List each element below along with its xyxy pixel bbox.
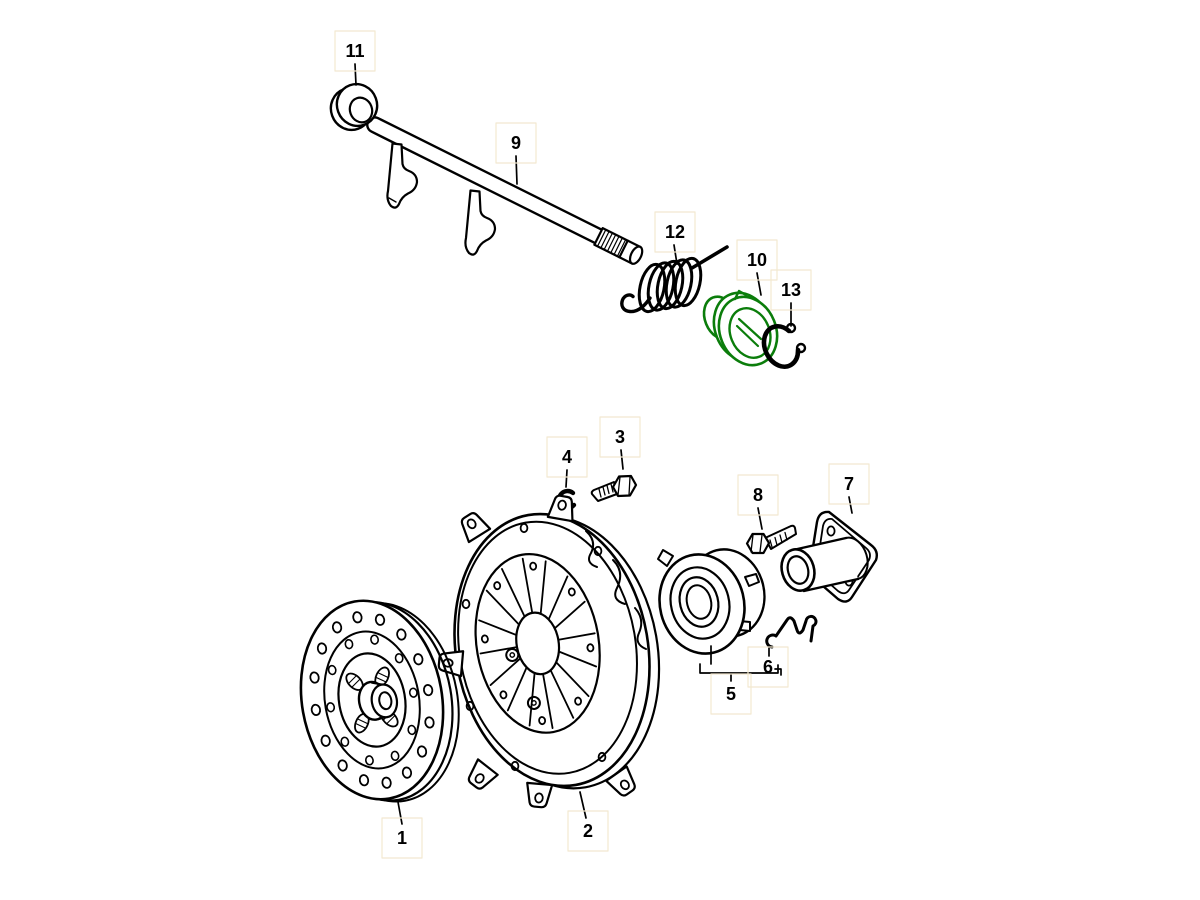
bracket-tick-6	[774, 668, 782, 676]
hub-boss	[370, 683, 399, 719]
bushing-notch	[733, 289, 748, 301]
callout-label-10[interactable]: 10	[747, 250, 767, 270]
part-release-shaft[interactable]	[364, 113, 645, 266]
cover-rim	[453, 512, 651, 788]
bolt-threads	[769, 531, 788, 548]
part-release-bearing[interactable]	[649, 541, 773, 662]
part-return-spring[interactable]	[620, 245, 729, 314]
part-bolt-3[interactable]	[590, 474, 638, 502]
callout-label-1[interactable]: 1	[397, 828, 407, 848]
callout-labels: 1 2 3 4 5 6 7 8 9 10 11 12 13	[345, 41, 854, 848]
callout-label-12[interactable]: 12	[665, 222, 685, 242]
hub-bore	[378, 691, 393, 711]
bolt-head	[611, 474, 638, 498]
diaphragm-fingers	[478, 557, 598, 729]
mounting-tab	[546, 493, 578, 523]
rivet-holes-outer	[309, 611, 435, 789]
bearing-bore	[685, 584, 713, 620]
callout-label-8[interactable]: 8	[753, 485, 763, 505]
rim-holes	[461, 522, 607, 772]
hotspot-6[interactable]	[747, 646, 789, 688]
part-bolt-8[interactable]	[745, 524, 797, 555]
hotspot-11[interactable]	[334, 30, 376, 72]
callout-label-11[interactable]: 11	[345, 41, 364, 61]
callout-label-9[interactable]: 9	[511, 133, 521, 153]
pivot-rivets	[505, 647, 541, 710]
spring-hook-leg	[620, 293, 652, 314]
part-bushing-ring[interactable]	[325, 78, 383, 135]
hotspot-10[interactable]	[736, 239, 778, 281]
part-retaining-clip[interactable]	[765, 614, 818, 649]
bolt-head	[745, 532, 771, 555]
callout-label-7[interactable]: 7	[844, 474, 854, 494]
hotspot-12[interactable]	[654, 211, 696, 253]
hotspot-boxes	[334, 30, 870, 859]
rivet-holes-inner	[326, 634, 418, 766]
mounting-tab	[436, 648, 465, 678]
part-pressure-plate[interactable]	[434, 493, 680, 810]
flange-hole	[826, 525, 836, 537]
shaft-end-face	[628, 245, 644, 265]
ring-holes	[480, 561, 595, 726]
callout-label-6[interactable]: 6	[763, 657, 773, 677]
bolt-threads	[598, 483, 614, 498]
hotspot-3[interactable]	[599, 416, 641, 458]
diagram-art	[286, 30, 879, 859]
callout-label-4[interactable]: 4	[562, 447, 572, 467]
hotspot-1[interactable]	[381, 817, 423, 859]
hotspot-5[interactable]	[710, 673, 752, 715]
tube-body	[791, 536, 860, 593]
hotspot-13[interactable]	[770, 269, 812, 311]
shaft-fork	[464, 189, 497, 256]
callout-label-5[interactable]: 5	[726, 684, 736, 704]
mounting-tab	[605, 765, 641, 801]
bearing-lug	[744, 573, 760, 587]
part-clutch-disc[interactable]	[286, 587, 474, 816]
diaphragm-ring	[474, 553, 601, 734]
bearing-tab	[657, 549, 674, 567]
circlip-ear	[795, 342, 807, 354]
mounting-tab	[455, 508, 492, 544]
hotspot-9[interactable]	[495, 122, 537, 164]
hotspot-7[interactable]	[828, 463, 870, 505]
bushing-bore-detail	[735, 317, 763, 348]
mounting-tab	[462, 758, 499, 795]
hotspot-2[interactable]	[567, 810, 609, 852]
callout-label-13[interactable]: 13	[781, 280, 801, 300]
callout-label-3[interactable]: 3	[615, 427, 625, 447]
hotspot-8[interactable]	[737, 474, 779, 516]
callout-label-2[interactable]: 2	[583, 821, 593, 841]
spline-hatching	[596, 229, 627, 257]
center-window	[515, 611, 561, 676]
part-guide-tube[interactable]	[777, 510, 879, 603]
mounting-tab	[524, 781, 554, 810]
hotspot-4[interactable]	[546, 436, 588, 478]
leader-lines	[354, 63, 853, 825]
stamped-straps	[585, 530, 647, 650]
